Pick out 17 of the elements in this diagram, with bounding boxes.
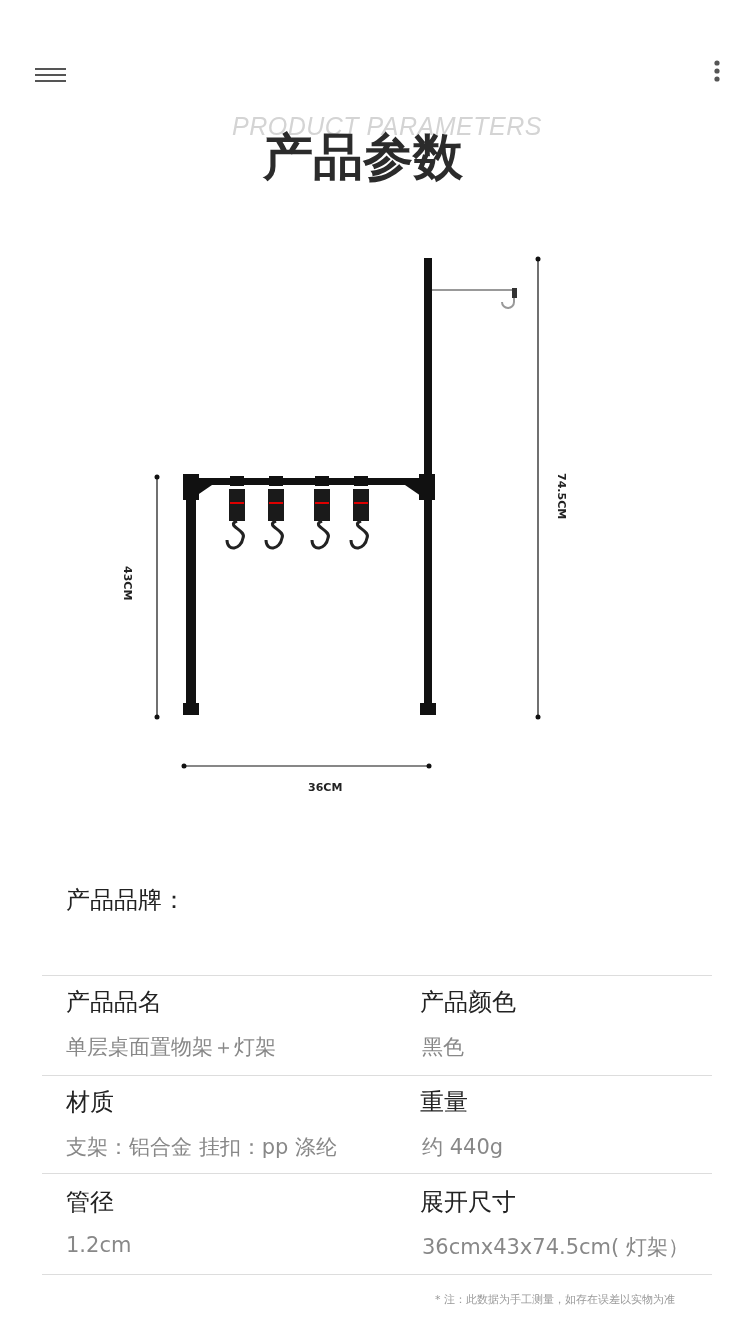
footnote: * 注：此数据为手工测量，如存在误差以实物为准 <box>435 1292 675 1307</box>
spec-value: 36cmx43x74.5cm( 灯架） <box>422 1234 689 1261</box>
spec-value: 支架：铝合金 挂扣：pp 涤纶 <box>66 1134 337 1161</box>
dimension-label: 74.5CM <box>555 473 568 520</box>
spec-heading: 产品颜色 <box>420 987 516 1018</box>
spec-heading: 产品品牌： <box>66 885 186 916</box>
spec-value: 约 440g <box>422 1134 504 1161</box>
spec-value: 黑色 <box>422 1034 464 1061</box>
spec-heading: 重量 <box>420 1087 468 1118</box>
dimension-label: 36CM <box>308 781 343 794</box>
spec-heading: 材质 <box>66 1087 114 1118</box>
spec-value: 单层桌面置物架＋灯架 <box>66 1034 276 1061</box>
spec-value: 1.2cm <box>66 1233 132 1257</box>
spec-heading: 展开尺寸 <box>420 1187 516 1218</box>
spec-heading: 管径 <box>66 1187 114 1218</box>
dimension-label: 43CM <box>121 566 134 601</box>
spec-heading: 产品品名 <box>66 987 162 1018</box>
